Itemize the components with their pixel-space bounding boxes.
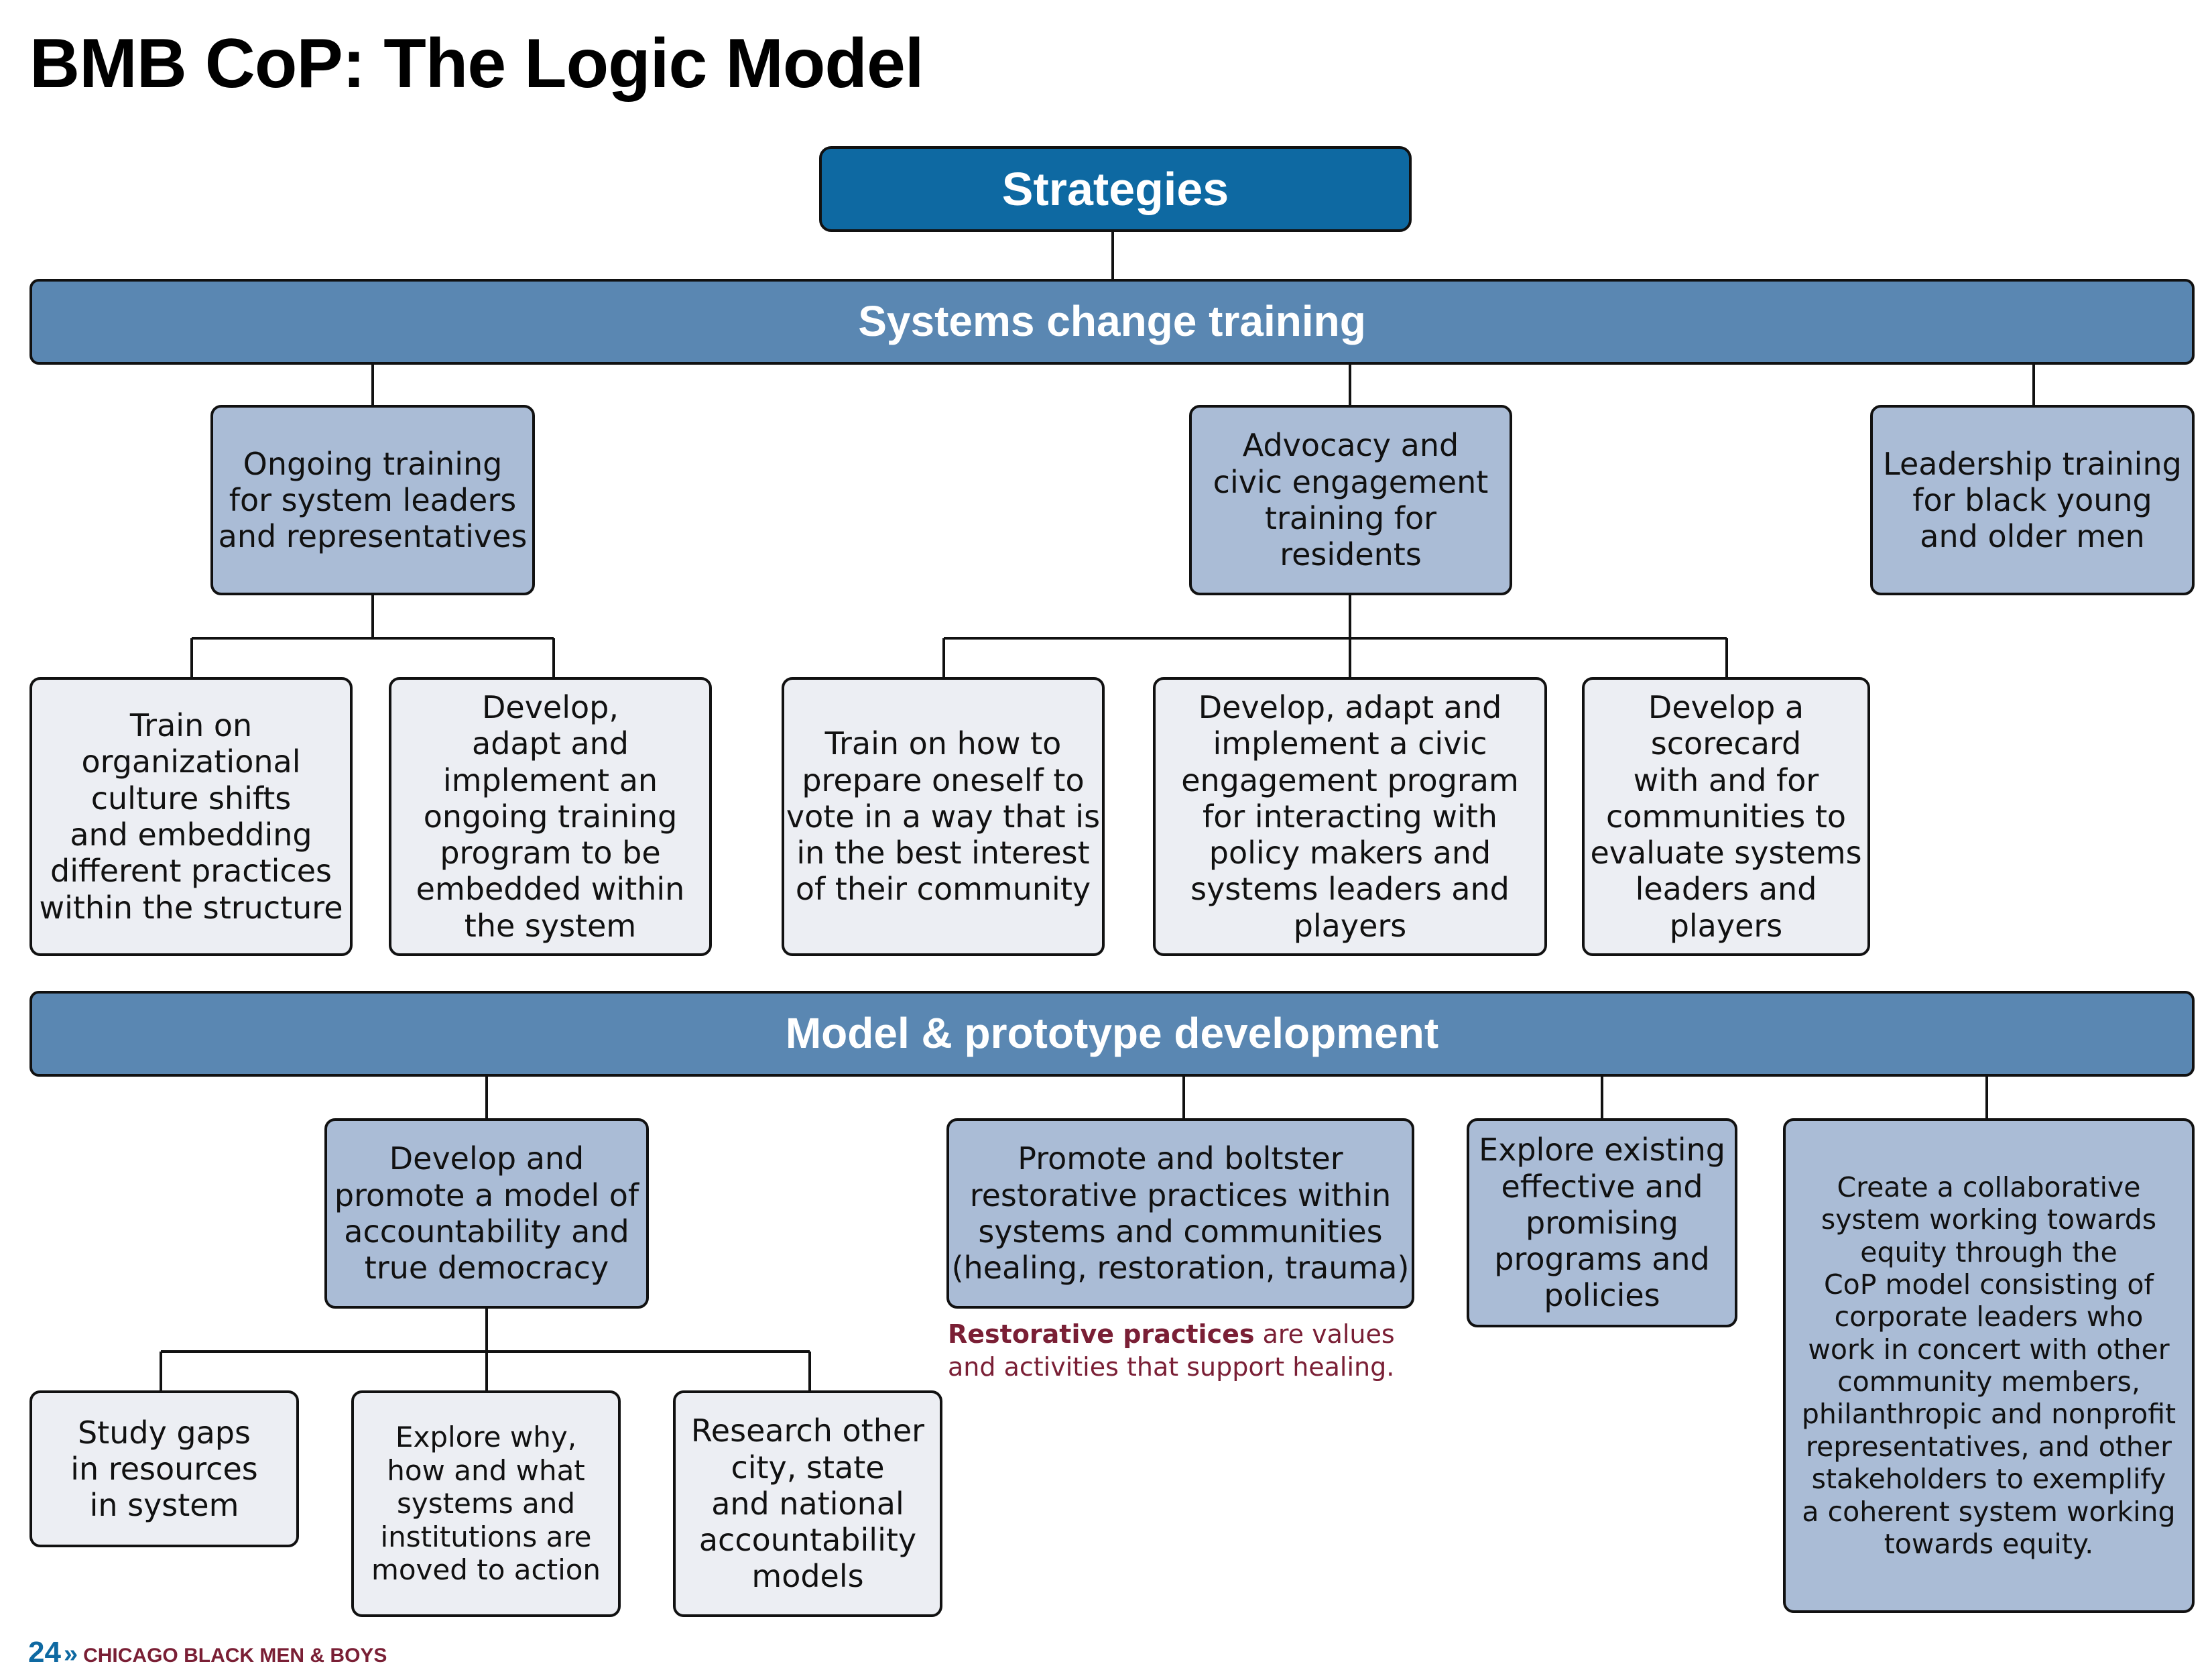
note-bold-term: Restorative practices	[948, 1319, 1255, 1349]
activity-box-civic-engagement-program: Develop, adapt and implement a civic eng…	[1153, 677, 1547, 956]
strategy-box-collaborative-system: Create a collaborative system working to…	[1783, 1118, 2195, 1613]
activity-box-study-gaps: Study gaps in resources in system	[29, 1390, 299, 1547]
page-number: 24	[28, 1636, 61, 1669]
activity-box-research-accountability-models: Research other city, state and national …	[673, 1390, 942, 1617]
activity-box-organizational-culture: Train on organizational culture shifts a…	[29, 677, 353, 956]
strategy-box-advocacy-civic-engagement: Advocacy and civic engagement training f…	[1189, 405, 1512, 595]
page-footer: 24»CHICAGO BLACK MEN & BOYS	[28, 1636, 387, 1669]
activity-box-voter-preparation: Train on how to prepare oneself to vote …	[782, 677, 1105, 956]
strategy-box-accountability-model: Develop and promote a model of accountab…	[324, 1118, 649, 1309]
note-text: are values and activities that support h…	[948, 1319, 1395, 1382]
activity-box-ongoing-training-program: Develop, adapt and implement an ongoing …	[389, 677, 712, 956]
restorative-practices-note: Restorative practices are values and act…	[948, 1318, 1430, 1384]
chevron-icon: »	[63, 1640, 78, 1668]
activity-box-community-scorecard: Develop a scorecard with and for communi…	[1582, 677, 1870, 956]
activity-box-explore-why: Explore why, how and what systems and in…	[351, 1390, 621, 1617]
section-heading-systems-change-training: Systems change training	[29, 279, 2195, 365]
strategies-header: Strategies	[819, 146, 1412, 232]
strategy-box-explore-existing-programs: Explore existing effective and promising…	[1467, 1118, 1737, 1327]
section-heading-model-prototype-development: Model & prototype development	[29, 991, 2195, 1077]
page-title: BMB CoP: The Logic Model	[29, 25, 924, 103]
publication-name: CHICAGO BLACK MEN & BOYS	[83, 1645, 387, 1667]
strategy-box-ongoing-training: Ongoing training for system leaders and …	[210, 405, 535, 595]
strategy-box-leadership-training: Leadership training for black young and …	[1870, 405, 2195, 595]
strategy-box-restorative-practices: Promote and boltster restorative practic…	[946, 1118, 1414, 1309]
